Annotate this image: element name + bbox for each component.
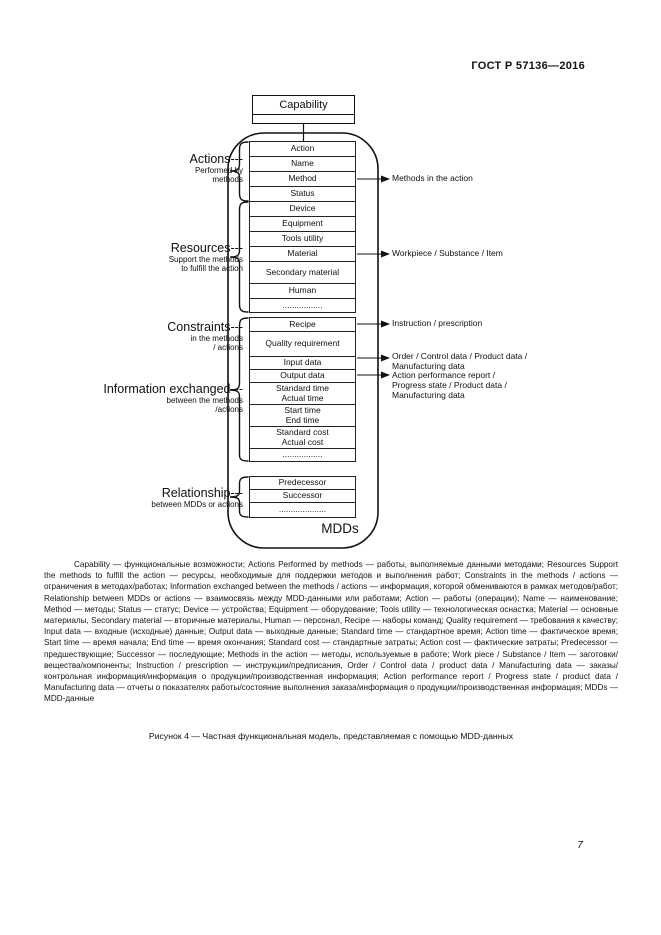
group-title: Resources--- — [170, 241, 243, 255]
row-label: Actual cost — [281, 436, 324, 447]
arrow-report-head — [381, 371, 390, 379]
arrow-label-line: Workpiece / Substance / Item — [392, 248, 503, 258]
capability-label: Capability — [279, 99, 328, 111]
arrow-order-head — [381, 354, 390, 362]
row-label: Output data — [280, 370, 325, 381]
row-ellipsis: ................. — [249, 448, 356, 462]
diagram-shapes — [227, 123, 390, 549]
row-method: Method — [249, 171, 356, 187]
row-label: Start time — [284, 405, 321, 415]
capability-substrip — [252, 114, 355, 124]
row-predecessor: Predecessor — [249, 476, 356, 490]
row-label: Recipe — [289, 318, 316, 329]
group-title: Information exchanged--- — [103, 382, 243, 396]
figure-caption: Рисунок 4 — Частная функциональная модел… — [148, 731, 514, 741]
group-label-relationship: Relationship--- between MDDs or actions — [151, 486, 243, 509]
mdds-label: MDDs — [321, 521, 359, 536]
brace-actions — [229, 141, 249, 202]
arrow-label-methods: Methods in the action — [392, 173, 473, 183]
doc-number: ГОСТ Р 57136—2016 — [471, 60, 585, 72]
mdds-container-outline — [227, 132, 379, 549]
row-ellipsis: .................... — [249, 502, 356, 518]
arrow-label-workpiece: Workpiece / Substance / Item — [392, 248, 503, 258]
row-label: Name — [291, 158, 314, 169]
row-successor: Successor — [249, 489, 356, 503]
arrow-label-line: Action performance report / — [392, 370, 495, 380]
row-label: Successor — [282, 490, 323, 501]
row-label: ................. — [282, 449, 323, 460]
group-subtitle: to fulfill the action — [181, 264, 243, 273]
row-device: Device — [249, 201, 356, 217]
arrow-label-line: Manufacturing data — [392, 361, 465, 371]
arrow-label-instruction: Instruction / prescription — [392, 318, 482, 328]
capability-box: Capability — [252, 95, 355, 115]
arrow-instruction-head — [381, 320, 390, 328]
row-output-data: Output data — [249, 369, 356, 383]
arrow-workpiece-head — [381, 250, 390, 258]
group-subtitle: Support the methods — [168, 255, 243, 264]
row-label: Equipment — [282, 218, 323, 229]
row-label: Status — [290, 188, 315, 199]
group-label-information-exchanged: Information exchanged--- between the met… — [103, 382, 243, 414]
row-label: Human — [288, 285, 317, 296]
row-action: Action — [249, 141, 356, 157]
row-label: Standard time — [276, 383, 329, 393]
arrow-label-order: Order / Control data / Product data / Ma… — [392, 351, 527, 371]
row-label: Device — [289, 203, 316, 214]
row-label: Secondary material — [265, 266, 340, 277]
row-label: Tools utility — [281, 233, 324, 244]
page-number: 7 — [577, 839, 583, 851]
group-title: Relationship--- — [161, 486, 243, 500]
row-status: Status — [249, 186, 356, 202]
row-label: Input data — [283, 357, 322, 368]
arrow-label-line: Manufacturing data — [392, 390, 465, 400]
group-subtitle: Performed by — [194, 166, 243, 175]
row-name: Name — [249, 156, 356, 172]
row-secondary-material: Secondary material — [249, 261, 356, 284]
row-label: Actual time — [281, 392, 324, 403]
arrow-label-line: Methods in the action — [392, 173, 473, 183]
group-label-resources: Resources--- Support the methods to fulf… — [169, 241, 243, 273]
row-recipe: Recipe — [249, 317, 356, 332]
group-subtitle: between MDDs or actions — [151, 500, 243, 509]
arrow-methods-head — [381, 175, 390, 183]
arrow-label-line: Instruction / prescription — [392, 318, 483, 328]
group-subtitle: in the methods — [190, 334, 243, 343]
row-human: Human — [249, 283, 356, 299]
brace-relationship — [229, 476, 249, 518]
group-label-actions: Actions--- Performed by methods — [190, 152, 243, 184]
row-label: End time — [285, 414, 320, 425]
row-label: Quality requirement — [265, 338, 340, 349]
group-subtitle: methods — [212, 175, 243, 184]
group-label-constraints: Constraints--- in the methods / actions — [167, 320, 243, 352]
group-subtitle: / actions — [213, 343, 243, 352]
row-label: Standard cost — [276, 427, 329, 437]
row-label: Method — [288, 173, 317, 184]
row-quality-requirement: Quality requirement — [249, 331, 356, 357]
row-material: Material — [249, 246, 356, 262]
arrow-label-line: Progress state / Product data / — [392, 380, 507, 390]
group-subtitle: /actions — [215, 405, 243, 414]
row-label: Action — [290, 143, 315, 154]
row-tools-utility: Tools utility — [249, 231, 356, 247]
row-ellipsis: ................. — [249, 298, 356, 313]
brace-constraints-information — [229, 317, 249, 462]
row-label: Predecessor — [278, 477, 327, 488]
group-subtitle: between the methods — [166, 396, 244, 405]
row-equipment: Equipment — [249, 216, 356, 232]
figure-legend: Capability — функциональные возможности;… — [44, 560, 618, 704]
group-title: Constraints--- — [167, 320, 243, 334]
arrow-label-report: Action performance report / Progress sta… — [392, 370, 507, 400]
row-input-data: Input data — [249, 356, 356, 370]
row-label: ................. — [282, 299, 323, 310]
row-label: Material — [287, 248, 318, 259]
group-title: Actions--- — [189, 152, 243, 166]
row-label: .................... — [278, 504, 327, 515]
brace-resources — [229, 201, 249, 313]
arrow-label-line: Order / Control data / Product data / — [392, 351, 528, 361]
